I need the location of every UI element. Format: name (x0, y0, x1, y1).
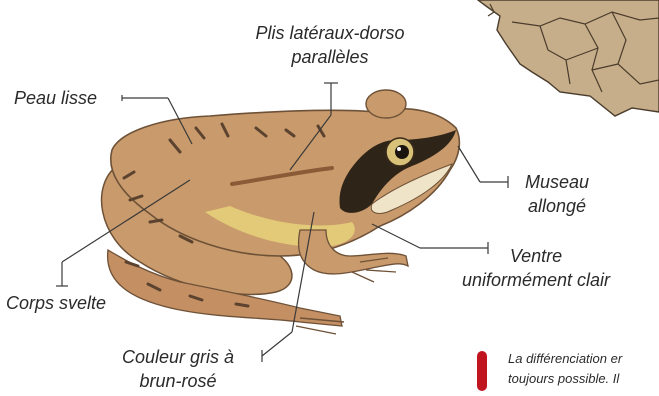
label-museau: Museau allongé (512, 170, 602, 218)
frog (102, 90, 460, 334)
label-peau-lisse: Peau lisse (14, 86, 97, 110)
region-map (478, 0, 659, 116)
label-plis-text: Plis latéraux-dorso parallèles (232, 21, 428, 69)
label-plis-lateraux: Plis latéraux-dorso parallèles (232, 21, 428, 69)
warning-bar-icon (477, 351, 487, 391)
label-couleur: Couleur gris à brun-rosé (98, 345, 258, 393)
note-text: La différenciation er toujours possible.… (508, 349, 659, 393)
label-ventre: Ventre uniformément clair (438, 244, 634, 292)
note-line-1: La différenciation er (508, 349, 659, 369)
label-corps-svelte: Corps svelte (6, 291, 106, 315)
note-line-2: toujours possible. Il (508, 369, 659, 389)
